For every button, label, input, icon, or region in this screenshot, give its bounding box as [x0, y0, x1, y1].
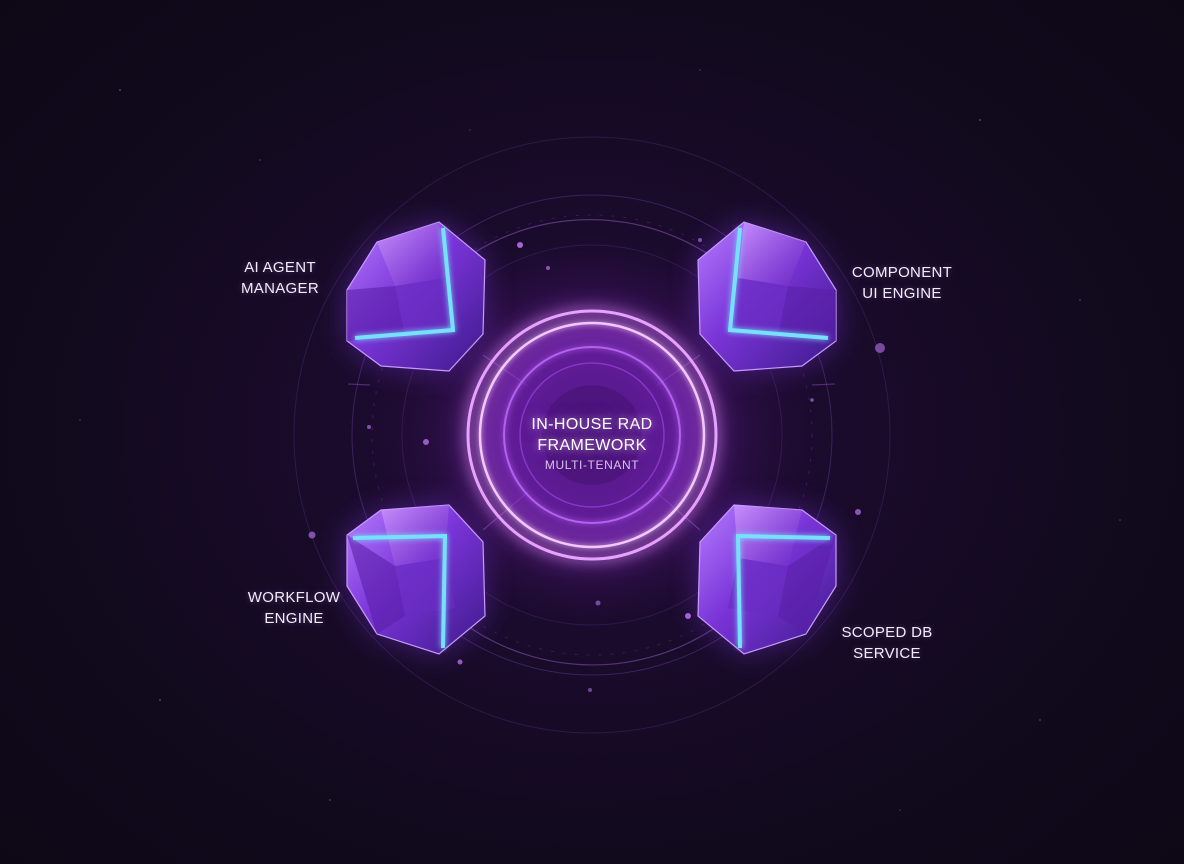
hub-title: IN-HOUSE RAD FRAMEWORK: [492, 414, 692, 456]
label-scoped-db-service-line2: SERVICE: [853, 645, 921, 662]
hub-subtitle: MULTI-TENANT: [544, 458, 640, 472]
label-workflow-engine-line1: WORKFLOW: [247, 589, 341, 606]
crystal-ai-agent-manager: [345, 220, 487, 373]
crystal-component-ui-engine: [696, 220, 838, 373]
label-workflow-engine-line2: ENGINE: [264, 610, 324, 627]
starfield: [79, 69, 1121, 811]
label-component-ui-engine: COMPONENT UI ENGINE: [842, 262, 962, 304]
central-hub: [392, 235, 792, 635]
label-component-ui-engine-line1: COMPONENT: [851, 264, 953, 281]
hub-title-line1: IN-HOUSE RAD: [531, 416, 653, 433]
label-workflow-engine: WORKFLOW ENGINE: [234, 587, 354, 629]
label-ai-agent-manager: AI AGENT MANAGER: [225, 257, 335, 299]
crystal-workflow-engine: [345, 503, 487, 656]
label-scoped-db-service-line1: SCOPED DB: [841, 624, 933, 641]
label-component-ui-engine-line2: UI ENGINE: [862, 285, 942, 302]
label-ai-agent-manager-line2: MANAGER: [241, 280, 319, 297]
hub-title-line2: FRAMEWORK: [537, 437, 647, 454]
crystal-scoped-db-service: [696, 503, 838, 656]
label-ai-agent-manager-line1: AI AGENT: [244, 259, 316, 276]
label-scoped-db-service: SCOPED DB SERVICE: [832, 622, 942, 664]
